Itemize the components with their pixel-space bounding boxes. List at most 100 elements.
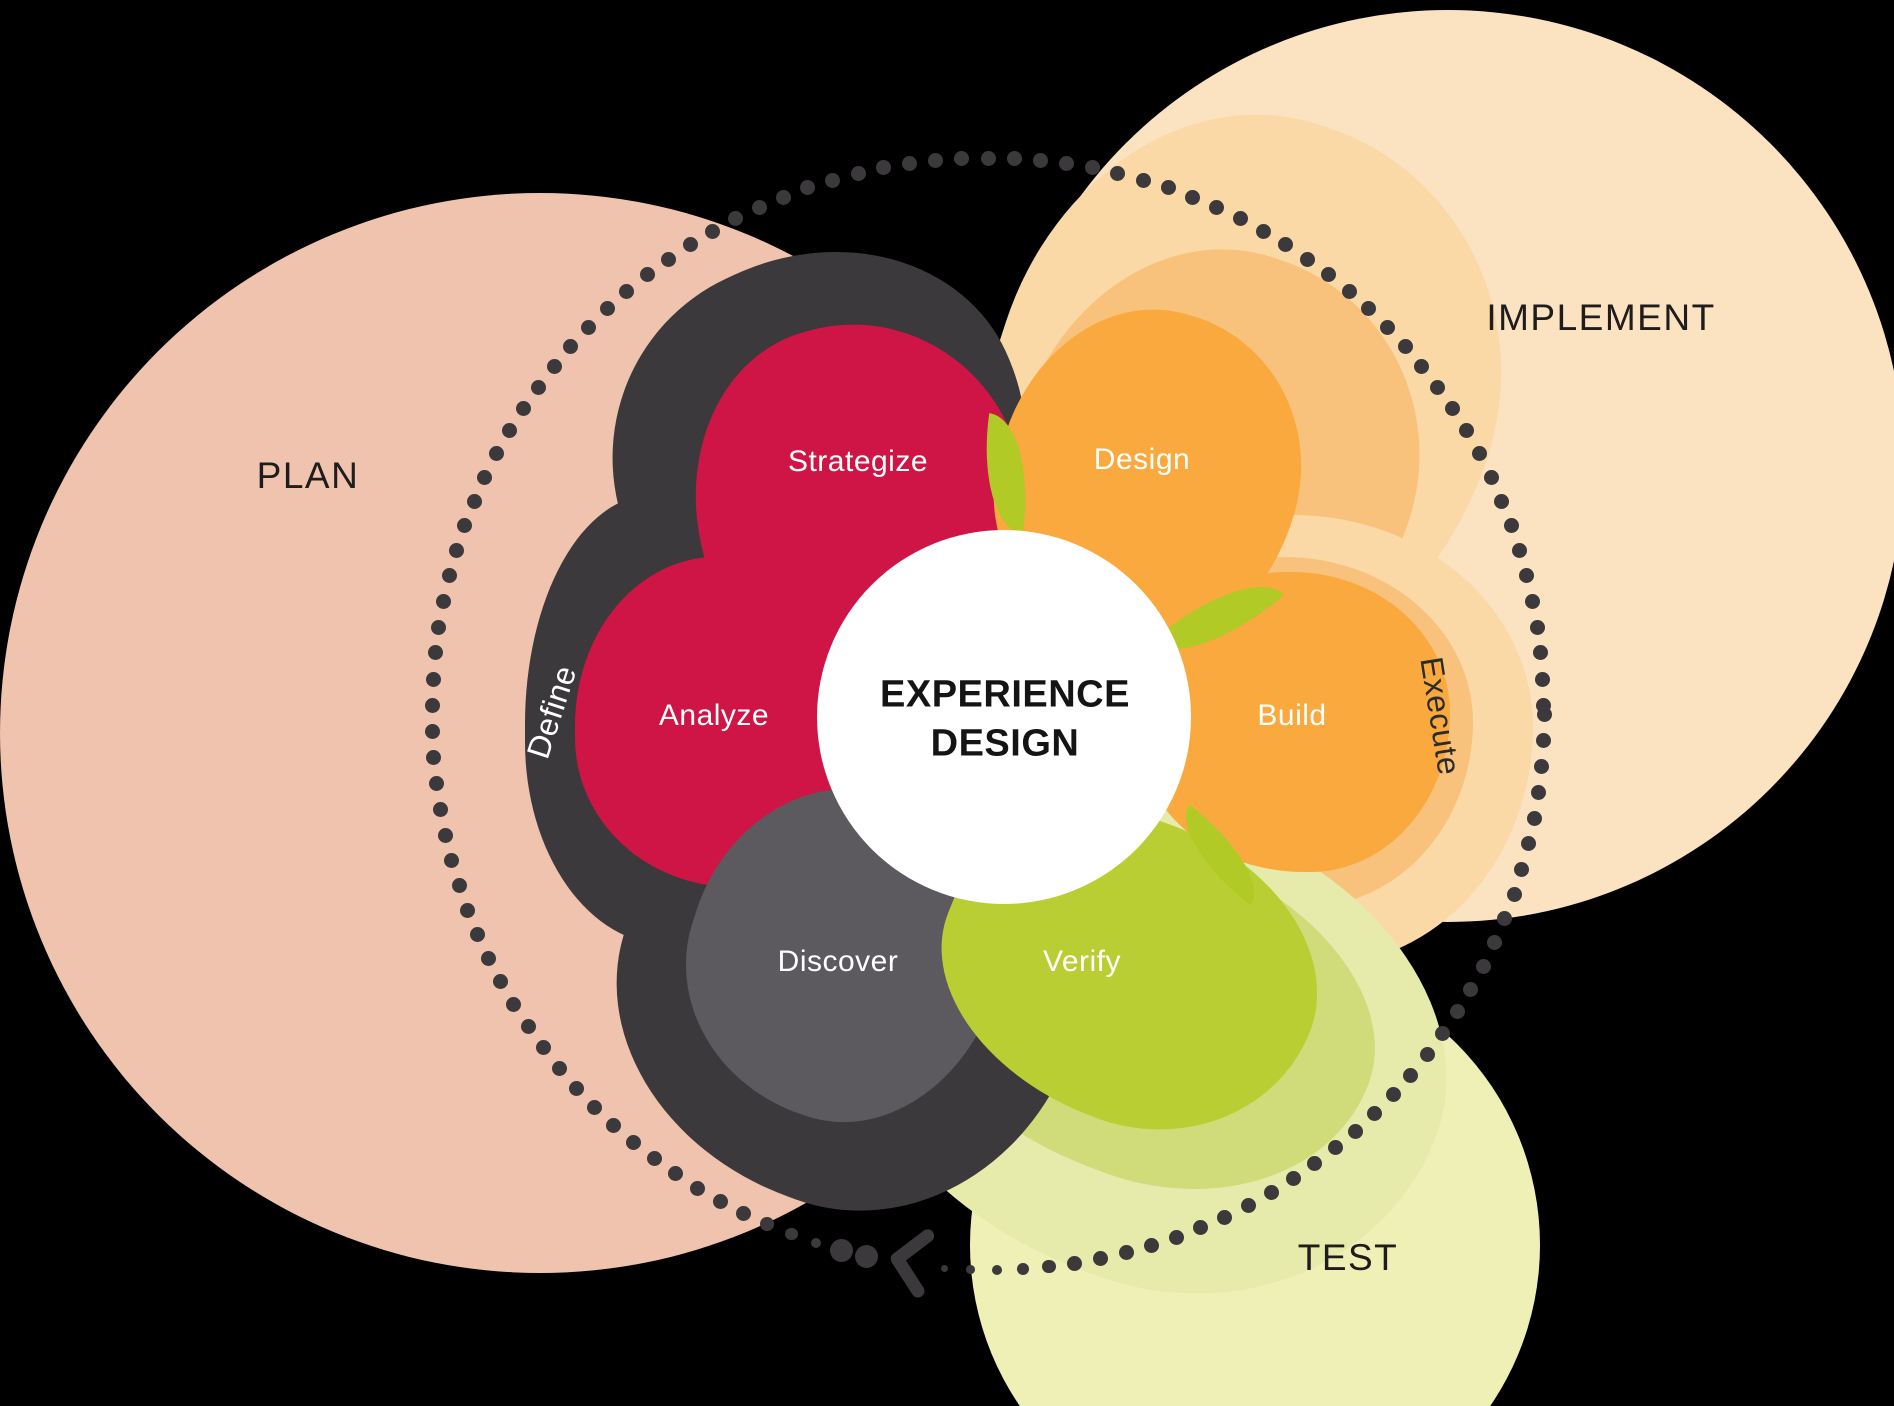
dotted-ring-dot: [660, 251, 676, 267]
dotted-ring-dot: [902, 156, 918, 172]
dotted-ring-dot: [1397, 338, 1413, 354]
dotted-ring-dot: [1524, 593, 1540, 609]
dotted-ring-dot: [449, 543, 465, 558]
dotted-ring-dot: [1430, 379, 1446, 395]
dotted-ring-dot: [436, 593, 452, 609]
plan-label: PLAN: [256, 455, 360, 496]
dotted-ring-dot: [1278, 237, 1294, 253]
dotted-ring-dot: [667, 1166, 683, 1182]
dotted-ring-dot: [1514, 861, 1530, 877]
center-circle: [817, 530, 1191, 904]
dotted-ring-dot: [515, 401, 531, 417]
dotted-ring-dot: [1475, 958, 1491, 974]
dotted-ring-dot: [444, 853, 460, 869]
dotted-ring-dot: [428, 776, 444, 792]
dotted-ring-dot: [1255, 223, 1271, 239]
dotted-ring-dot: [1483, 469, 1499, 485]
dotted-ring-dot: [1160, 180, 1176, 196]
dotted-ring-dot: [682, 237, 698, 253]
dotted-ring-dot: [1403, 1067, 1419, 1083]
dotted-ring-dot: [639, 267, 655, 283]
dotted-ring-dot: [437, 827, 453, 843]
dotted-ring-dot: [1185, 189, 1201, 205]
dotted-ring-dot: [850, 165, 866, 181]
dotted-ring-dot: [1006, 151, 1022, 167]
dotted-ring-dot: [689, 1180, 705, 1196]
dotted-ring-dot: [1084, 160, 1100, 176]
dotted-ring-dot: [1110, 165, 1126, 181]
dotted-ring-dot: [829, 1238, 853, 1262]
dotted-ring-dot: [1328, 1140, 1344, 1156]
dotted-ring-dot: [825, 172, 841, 188]
dotted-ring-dot: [1135, 172, 1151, 188]
dotted-ring-dot: [1361, 301, 1377, 317]
dotted-ring-dot: [425, 671, 441, 687]
dotted-ring-dot: [1209, 199, 1225, 215]
dotted-ring-dot: [855, 1244, 879, 1269]
dotted-ring-dot: [1503, 518, 1519, 534]
dotted-ring-dot: [581, 319, 597, 335]
dotted-ring-dot: [599, 301, 615, 317]
dotted-ring-dot: [1379, 319, 1395, 335]
dotted-ring-dot: [493, 974, 509, 990]
dotted-ring-dot: [470, 927, 486, 943]
dotted-ring-dot: [460, 903, 476, 919]
dotted-ring-dot: [535, 1040, 551, 1056]
dotted-ring-dot: [1449, 1004, 1465, 1020]
dotted-ring-dot: [427, 645, 443, 661]
build-label: Build: [1257, 699, 1327, 732]
dotted-ring-dot: [1042, 1259, 1056, 1274]
chevron-left-icon: [890, 1229, 935, 1298]
test-label: TEST: [1297, 1237, 1399, 1278]
dotted-ring-dot: [1385, 1087, 1401, 1103]
dotted-ring-dot: [1168, 1229, 1184, 1245]
discover-label: Discover: [777, 945, 899, 978]
dotted-ring-dot: [810, 1237, 822, 1249]
dotted-ring-dot: [1494, 493, 1510, 509]
dotted-ring-dot: [800, 180, 816, 196]
dotted-ring-dot: [1471, 446, 1487, 462]
dotted-ring-dot: [1032, 152, 1048, 168]
dotted-ring-dot: [775, 189, 791, 205]
dotted-ring-dot: [991, 1264, 1002, 1276]
dotted-ring-dot: [1519, 568, 1535, 584]
dotted-ring-dot: [546, 358, 562, 374]
dotted-ring-dot: [1321, 267, 1337, 283]
dotted-ring-dot: [426, 750, 442, 766]
design-label: Design: [1093, 443, 1191, 476]
dotted-ring-dot: [506, 997, 522, 1012]
center-title-line2: DESIGN: [930, 722, 1080, 764]
dotted-ring-dot: [477, 469, 493, 485]
dotted-ring-dot: [424, 723, 440, 739]
dotted-ring-dot: [1497, 911, 1513, 927]
dotted-ring-dot: [1341, 283, 1357, 299]
dotted-ring-dot: [940, 1264, 948, 1272]
dotted-ring-dot: [646, 1151, 662, 1167]
dotted-ring-dot: [1232, 211, 1248, 227]
dotted-ring-dot: [980, 150, 996, 166]
center-title-line1: EXPERIENCE: [880, 673, 1130, 716]
dotted-ring-dot: [432, 802, 448, 818]
verify-label: Verify: [1042, 945, 1122, 978]
dotted-ring-dot: [587, 1099, 603, 1115]
dotted-ring-dot: [1143, 1237, 1159, 1253]
dotted-ring-dot: [1536, 697, 1552, 713]
dotted-ring-dot: [1487, 935, 1503, 951]
strategize-label: Strategize: [787, 445, 929, 478]
dotted-ring-dot: [1534, 758, 1550, 774]
dotted-ring-dot: [1533, 645, 1549, 661]
dotted-ring-dot: [1067, 1255, 1083, 1271]
dotted-ring-dot: [530, 379, 546, 395]
dotted-ring-dot: [1367, 1105, 1383, 1121]
dotted-ring-dot: [785, 1228, 798, 1241]
implement-label: IMPLEMENT: [1486, 297, 1716, 338]
dotted-ring-dot: [1463, 981, 1479, 997]
dotted-ring-dot: [1217, 1209, 1233, 1225]
dotted-ring-dot: [1435, 1026, 1451, 1042]
dotted-ring-dot: [451, 878, 467, 894]
dotted-ring-dot: [751, 199, 767, 215]
dotted-ring-dot: [520, 1019, 536, 1035]
dotted-ring-dot: [501, 423, 517, 439]
